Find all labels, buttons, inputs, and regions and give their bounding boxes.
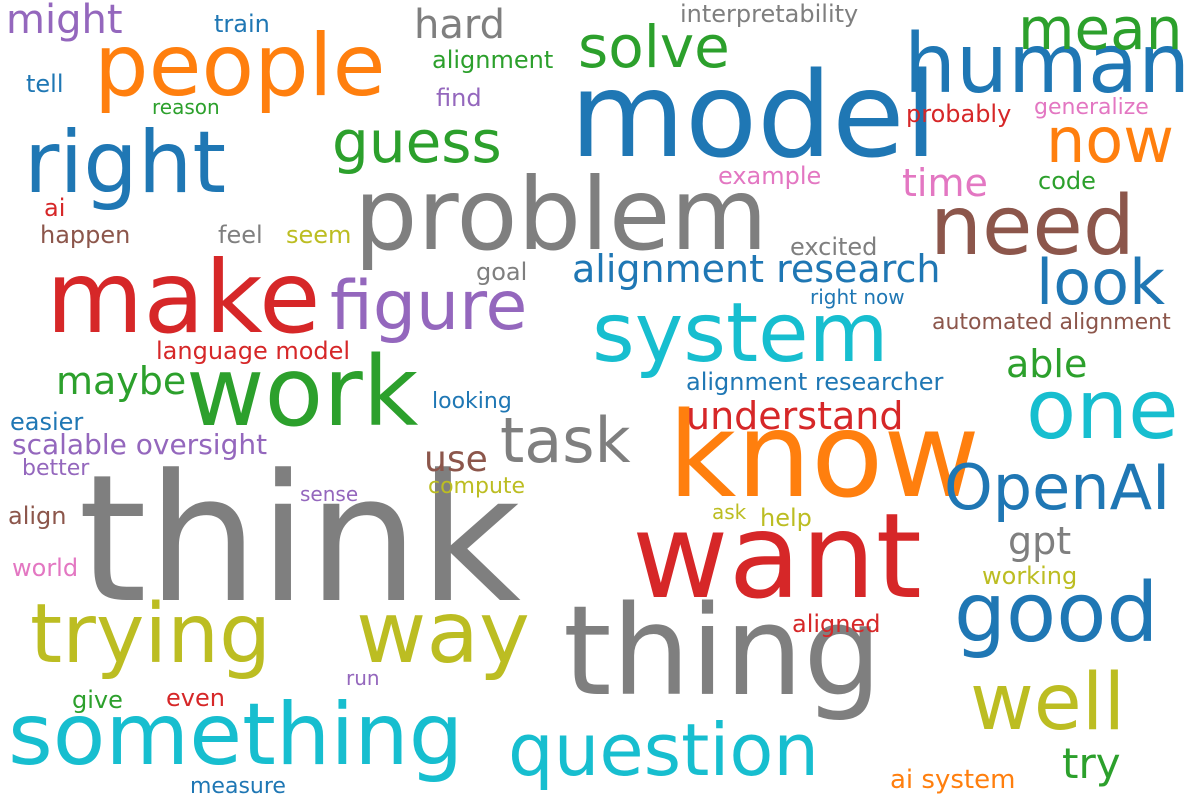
- word-excited: excited: [790, 233, 878, 261]
- word-use: use: [424, 439, 488, 480]
- word-even: even: [166, 684, 225, 712]
- word-run: run: [346, 666, 380, 690]
- word-ask: ask: [712, 500, 747, 524]
- word-working: working: [982, 562, 1078, 590]
- word-openai: OpenAI: [944, 451, 1171, 524]
- word-world: world: [12, 554, 79, 582]
- word-right: right: [24, 113, 227, 213]
- word-thing: thing: [563, 580, 882, 724]
- word-scalable-oversight: scalable oversight: [12, 428, 268, 461]
- word-goal: goal: [476, 258, 528, 286]
- word-probably: probably: [906, 100, 1012, 128]
- word-work: work: [186, 336, 419, 448]
- word-able: able: [1006, 342, 1088, 386]
- word-hard: hard: [414, 2, 505, 48]
- word-right-now: right now: [810, 285, 905, 309]
- word-one: one: [1026, 363, 1179, 458]
- word-aligned: aligned: [792, 610, 881, 638]
- word-align: align: [8, 502, 67, 530]
- word-question: question: [508, 708, 820, 792]
- word-alignment-research: alignment research: [572, 247, 941, 291]
- word-well: well: [970, 658, 1126, 748]
- word-help: help: [760, 504, 812, 532]
- word-gpt: gpt: [1008, 519, 1072, 563]
- word-sense: sense: [300, 482, 359, 506]
- word-feel: feel: [218, 221, 263, 249]
- word-trying: trying: [30, 587, 272, 682]
- word-happen: happen: [40, 221, 131, 249]
- word-understand: understand: [686, 394, 904, 438]
- word-code: code: [1038, 167, 1096, 195]
- word-give: give: [72, 686, 123, 714]
- word-measure: measure: [190, 774, 286, 799]
- word-task: task: [500, 404, 631, 477]
- word-human: human: [904, 17, 1191, 112]
- word-easier: easier: [10, 408, 84, 436]
- word-time: time: [902, 161, 988, 205]
- word-find: find: [436, 84, 482, 112]
- word-know: know: [668, 386, 980, 524]
- word-interpretability: interpretability: [680, 0, 859, 28]
- word-alignment: alignment: [432, 46, 554, 74]
- word-now: now: [1046, 104, 1174, 177]
- word-reason: reason: [152, 95, 220, 119]
- word-want: want: [632, 487, 922, 625]
- word-example: example: [718, 162, 822, 190]
- word-try: try: [1062, 739, 1121, 788]
- word-alignment-researcher: alignment researcher: [686, 368, 944, 396]
- word-ai-system: ai system: [890, 765, 1016, 795]
- word-ai: ai: [44, 194, 66, 222]
- word-look: look: [1036, 246, 1165, 319]
- word-guess: guess: [332, 108, 502, 176]
- word-looking: looking: [432, 389, 512, 414]
- word-seem: seem: [286, 221, 352, 249]
- word-figure: figure: [330, 267, 528, 346]
- word-people: people: [94, 16, 386, 116]
- word-solve: solve: [578, 13, 730, 81]
- word-train: train: [214, 10, 270, 38]
- word-way: way: [356, 583, 530, 683]
- word-generalize: generalize: [1034, 95, 1149, 120]
- word-tell: tell: [26, 70, 64, 98]
- word-make: make: [46, 239, 321, 356]
- word-mean: mean: [1018, 0, 1183, 63]
- word-good: good: [954, 566, 1159, 661]
- word-something: something: [8, 685, 464, 785]
- word-maybe: maybe: [56, 359, 187, 403]
- word-system: system: [592, 286, 889, 381]
- word-problem: problem: [354, 156, 768, 273]
- word-need: need: [930, 179, 1135, 274]
- word-might: might: [6, 0, 123, 43]
- word-automated-alignment: automated alignment: [932, 310, 1171, 335]
- word-language-model: language model: [156, 337, 351, 365]
- word-compute: compute: [428, 474, 526, 499]
- word-think: think: [78, 437, 521, 642]
- word-model: model: [570, 46, 938, 184]
- word-better: better: [22, 456, 90, 481]
